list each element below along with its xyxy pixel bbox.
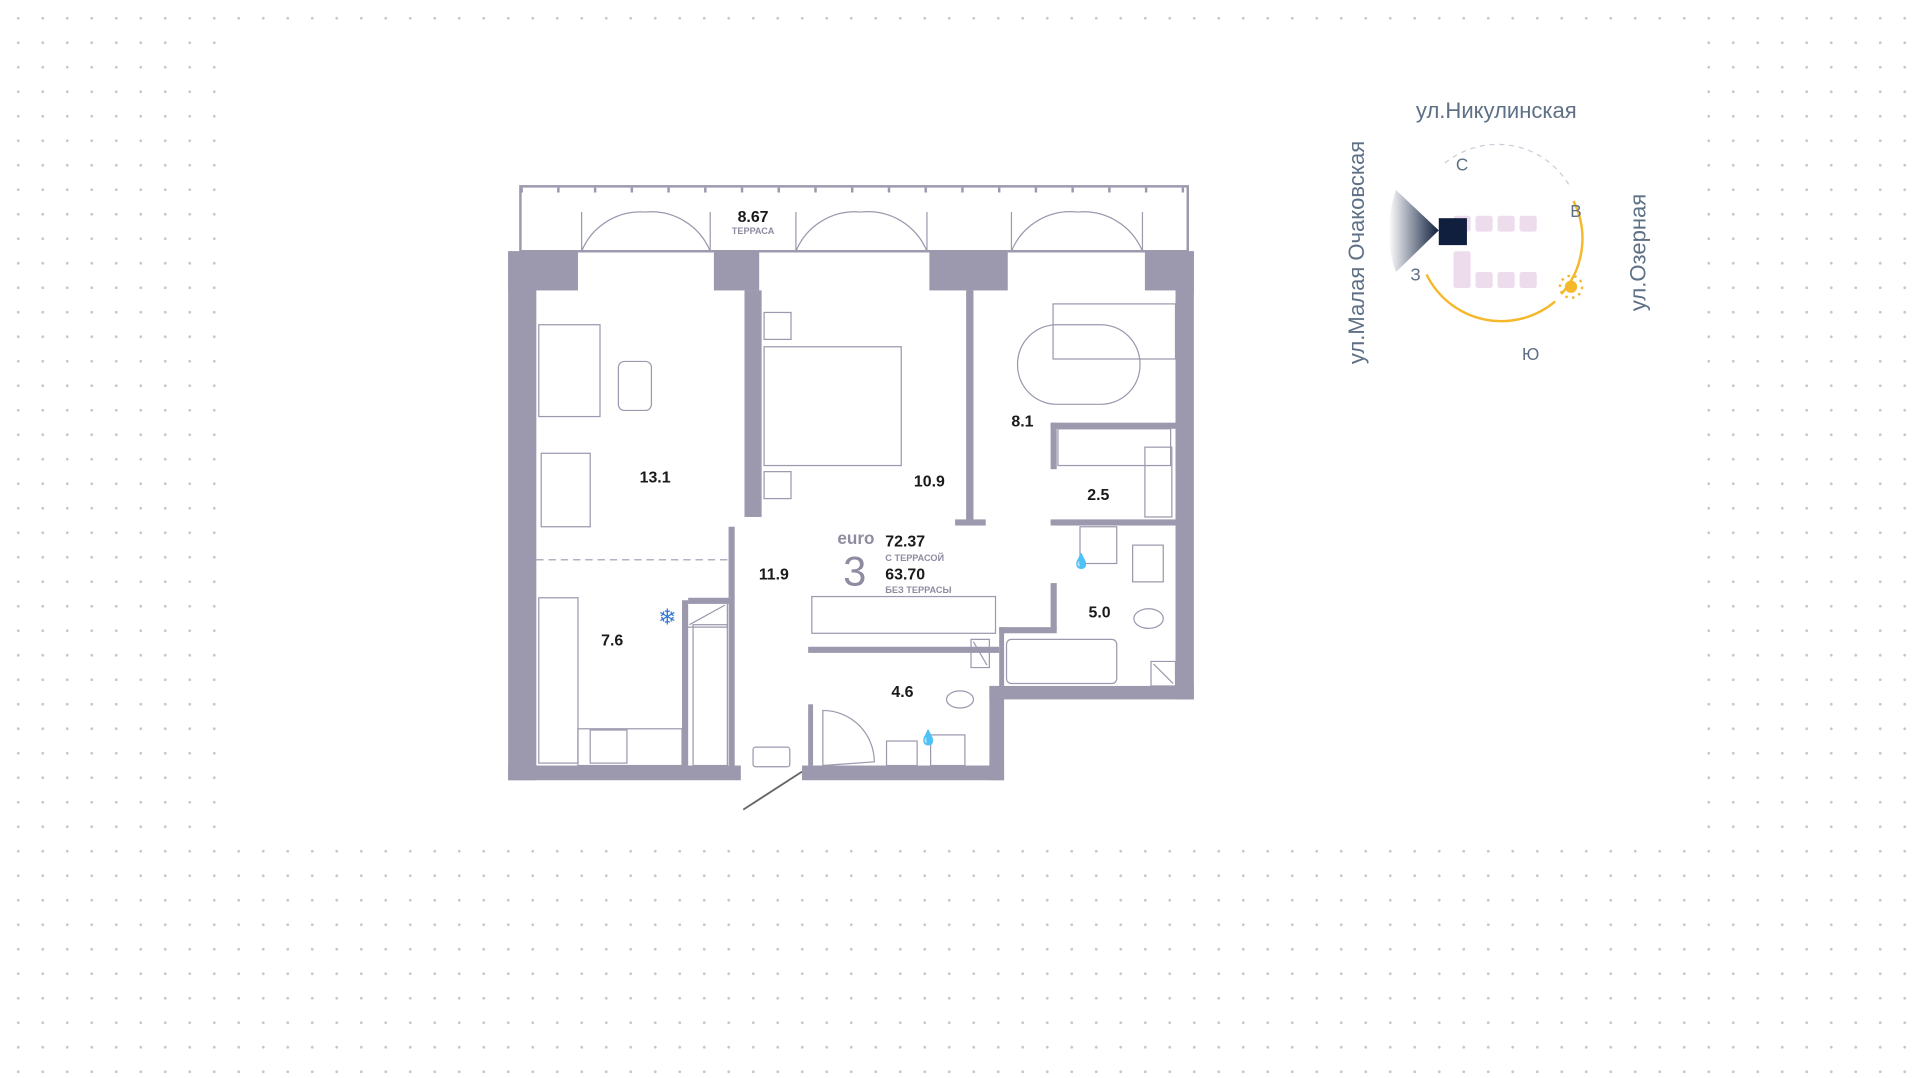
room-area-bathroom-2: 4.6: [891, 684, 913, 701]
terrace-label: ТЕРРАСА: [732, 226, 775, 236]
furniture: [536, 303, 1177, 811]
room-area-bathroom: 5.0: [1089, 604, 1111, 621]
room-area-bedroom-2: 8.1: [1011, 413, 1033, 430]
street-north: ул.Никулинская: [1416, 98, 1577, 123]
room-area-kitchen: 7.6: [601, 633, 623, 650]
terrace-area: 8.67: [738, 209, 769, 226]
room-area-living: 13.1: [640, 470, 671, 487]
apartment-marker: [1438, 218, 1467, 246]
compass-east: В: [1570, 201, 1581, 221]
orientation-compass: С В Ю З ул.Никулинская ул.Малая Очаковск…: [1344, 98, 1651, 364]
compass-south: Ю: [1522, 344, 1539, 364]
type-prefix: euro: [837, 528, 874, 548]
view-cone: [1388, 190, 1439, 273]
room-area-hall: 11.9: [759, 566, 789, 583]
plan-area: [232, 40, 1692, 845]
without-terrace-label: БЕЗ ТЕРРАСЫ: [885, 585, 951, 595]
snowflake-icon: ❄: [658, 605, 676, 630]
room-area-bedroom: 10.9: [914, 473, 945, 490]
walls: [508, 251, 1194, 781]
with-terrace-label: С ТЕРРАСОЙ: [885, 552, 944, 563]
street-west: ул.Малая Очаковская: [1344, 141, 1369, 364]
street-east: ул.Озерная: [1626, 194, 1651, 311]
water-drop-icon: 💧: [1072, 552, 1090, 570]
terrace: [519, 185, 1189, 253]
sun-icon: [1558, 274, 1584, 299]
area-without-terrace: 63.70: [885, 566, 925, 583]
area-with-terrace: 72.37: [885, 533, 925, 550]
room-area-wardrobe: 2.5: [1087, 487, 1109, 504]
water-drop-icon: 💧: [919, 728, 937, 746]
compass-north: С: [1456, 154, 1468, 174]
rooms-count: 3: [843, 548, 866, 595]
compass-west: З: [1410, 265, 1420, 285]
